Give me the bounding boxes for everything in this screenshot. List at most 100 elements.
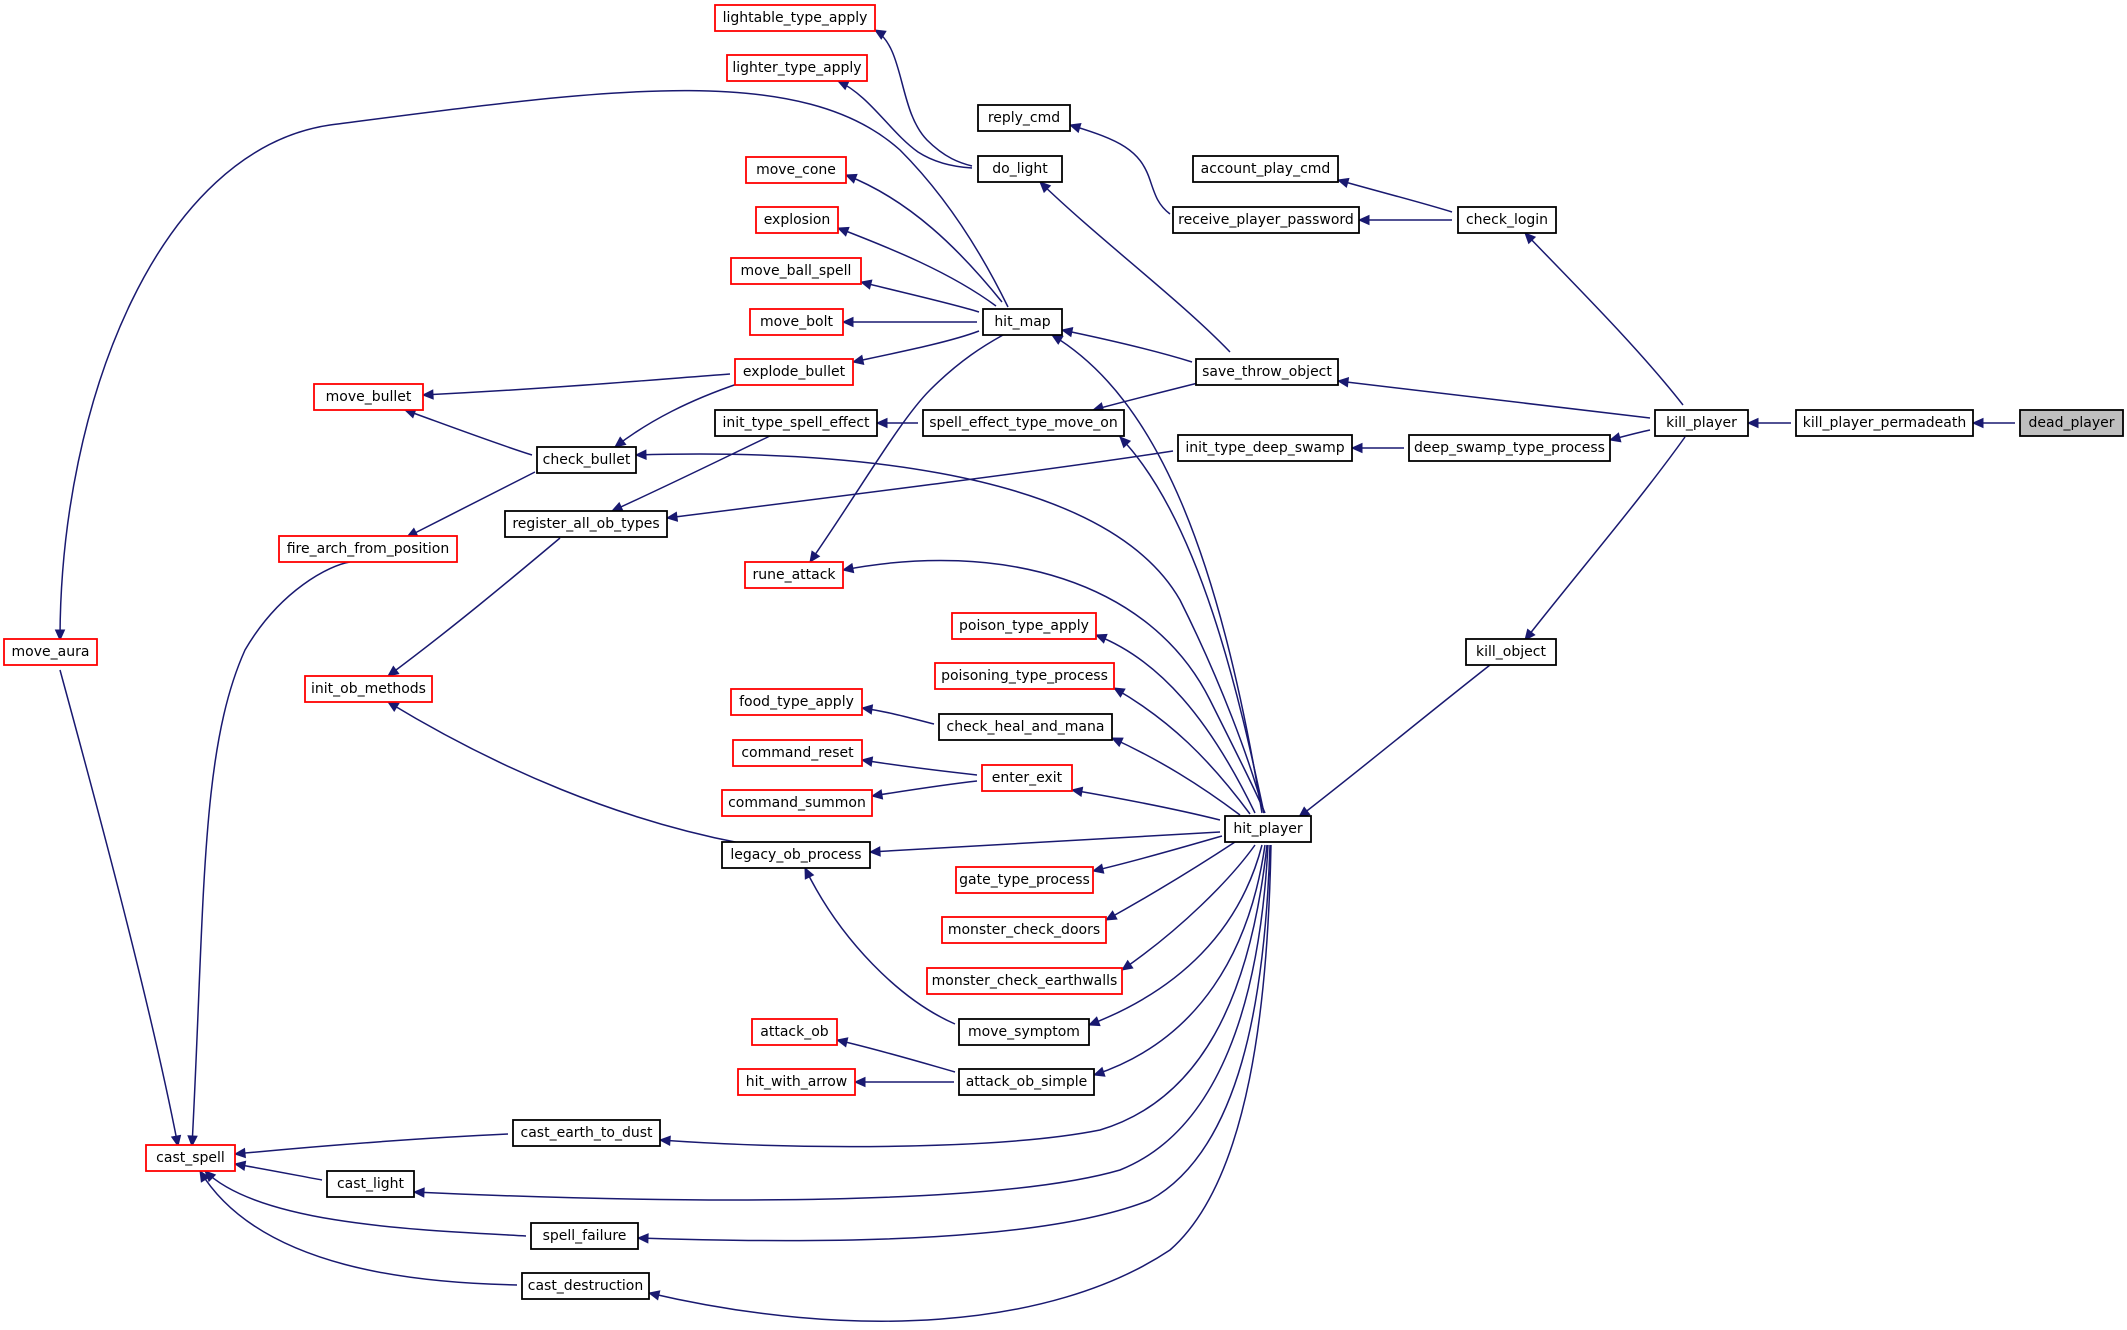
edge-check_heal_and_mana-to-hit_player [1110,737,1241,816]
node-move_symptom[interactable]: move_symptom [958,1018,1090,1046]
node-command_summon[interactable]: command_summon [721,789,873,817]
node-monster_check_earthwalls[interactable]: monster_check_earthwalls [926,967,1123,995]
edge-rune_attack-to-hit_map [809,334,1004,564]
node-kill_player[interactable]: kill_player [1654,409,1749,437]
edge-poisoning_type_process-to-hit_player [1112,687,1251,815]
node-enter_exit[interactable]: enter_exit [981,764,1073,792]
node-label: legacy_ob_process [730,847,861,863]
node-box [934,662,1115,690]
edge-cast_spell-to-cast_destruction [199,1169,518,1286]
node-box [922,409,1125,437]
node-move_bullet[interactable]: move_bullet [313,383,424,411]
node-account_play_cmd[interactable]: account_play_cmd [1192,155,1339,183]
edge-explode_bullet-to-hit_map [851,330,980,365]
node-check_bullet[interactable]: check_bullet [536,446,637,474]
node-box [958,1068,1095,1096]
node-label: check_login [1466,212,1548,228]
edge-arrowhead [1608,432,1622,443]
node-cast_destruction[interactable]: cast_destruction [521,1272,650,1300]
edge-line [413,844,1269,1201]
edge-line [836,1039,956,1073]
node-label: deep_swamp_type_process [1414,440,1605,456]
edge-arrowhead [1336,177,1350,188]
node-move_bolt[interactable]: move_bolt [749,308,844,336]
node-init_ob_methods[interactable]: init_ob_methods [304,675,433,703]
node-command_reset[interactable]: command_reset [732,739,863,767]
node-move_ball_spell[interactable]: move_ball_spell [730,257,862,285]
node-attack_ob[interactable]: attack_ob [751,1018,838,1046]
node-hit_map[interactable]: hit_map [982,308,1063,336]
node-check_login[interactable]: check_login [1457,206,1557,234]
node-gate_type_process[interactable]: gate_type_process [955,866,1094,894]
node-food_type_apply[interactable]: food_type_apply [730,688,863,716]
edge-legacy_ob_process-to-move_symptom [804,866,956,1025]
node-label: attack_ob_simple [966,1074,1088,1090]
node-label: poisoning_type_process [941,668,1108,684]
node-cast_light[interactable]: cast_light [326,1170,415,1198]
node-do_light[interactable]: do_light [977,155,1063,183]
node-explode_bullet[interactable]: explode_bullet [734,358,854,386]
edge-line [199,1170,518,1286]
node-fire_arch_from_position[interactable]: fire_arch_from_position [278,535,458,563]
edge-line [804,867,956,1025]
node-label: lightable_type_apply [723,10,868,26]
node-label: receive_player_password [1178,212,1354,228]
edge-line [1088,844,1263,1026]
node-save_throw_object[interactable]: save_throw_object [1195,358,1339,386]
node-register_all_ob_types[interactable]: register_all_ob_types [504,510,668,538]
node-lightable_type_apply[interactable]: lightable_type_apply [714,4,876,32]
edge-arrowhead [658,1135,671,1147]
node-dead_player[interactable]: dead_player [2019,409,2124,437]
node-box [714,409,878,437]
node-init_type_spell_effect[interactable]: init_type_spell_effect [714,409,878,437]
node-hit_player[interactable]: hit_player [1224,815,1312,843]
node-hit_with_arrow[interactable]: hit_with_arrow [737,1068,856,1096]
node-poison_type_apply[interactable]: poison_type_apply [951,612,1097,640]
node-lighter_type_apply[interactable]: lighter_type_apply [726,54,868,82]
node-box [721,841,871,869]
node-explosion[interactable]: explosion [755,206,839,234]
node-label: cast_spell [156,1150,225,1166]
node-box [734,358,854,386]
edge-line [1524,436,1686,641]
node-cast_spell[interactable]: cast_spell [145,1144,236,1172]
node-label: save_throw_object [1202,364,1332,380]
node-box [751,1018,838,1046]
edge-arrowhead [386,701,400,712]
node-box [326,1170,415,1198]
edge-kill_player_permadeath-to-dead_player [1971,417,2015,429]
node-box [1654,409,1749,437]
node-box [1224,815,1312,843]
edge-line [637,844,1271,1242]
node-reply_cmd[interactable]: reply_cmd [977,104,1071,132]
node-monster_check_doors[interactable]: monster_check_doors [941,916,1107,944]
node-box [304,675,433,703]
node-label: spell_effect_type_move_on [929,415,1117,431]
node-cast_earth_to_dust[interactable]: cast_earth_to_dust [512,1119,661,1147]
node-spell_failure[interactable]: spell_failure [530,1222,639,1250]
node-check_heal_and_mana[interactable]: check_heal_and_mana [938,713,1113,741]
node-kill_object[interactable]: kill_object [1465,638,1557,666]
edge-line [842,559,1266,814]
edge-command_summon-to-enter_exit [870,780,978,800]
edge-arrowhead [851,354,865,365]
node-box [521,1272,650,1300]
node-move_cone[interactable]: move_cone [745,156,847,184]
node-init_type_deep_swamp[interactable]: init_type_deep_swamp [1177,434,1353,462]
edge-arrowhead [1336,376,1350,388]
node-receive_player_password[interactable]: receive_player_password [1172,206,1360,234]
node-legacy_ob_process[interactable]: legacy_ob_process [721,841,871,869]
node-label: command_reset [741,745,854,761]
node-poisoning_type_process[interactable]: poisoning_type_process [934,662,1115,690]
node-move_aura[interactable]: move_aura [3,638,98,666]
node-spell_effect_type_move_on[interactable]: spell_effect_type_move_on [922,409,1125,437]
node-deep_swamp_type_process[interactable]: deep_swamp_type_process [1408,434,1611,462]
node-attack_ob_simple[interactable]: attack_ob_simple [958,1068,1095,1096]
node-kill_player_permadeath[interactable]: kill_player_permadeath [1795,409,1974,437]
node-label: monster_check_earthwalls [932,973,1118,989]
edge-line [1051,334,1263,814]
node-label: hit_with_arrow [746,1074,848,1090]
node-rune_attack[interactable]: rune_attack [744,561,844,589]
edge-line [1111,737,1241,816]
node-label: food_type_apply [739,694,854,710]
